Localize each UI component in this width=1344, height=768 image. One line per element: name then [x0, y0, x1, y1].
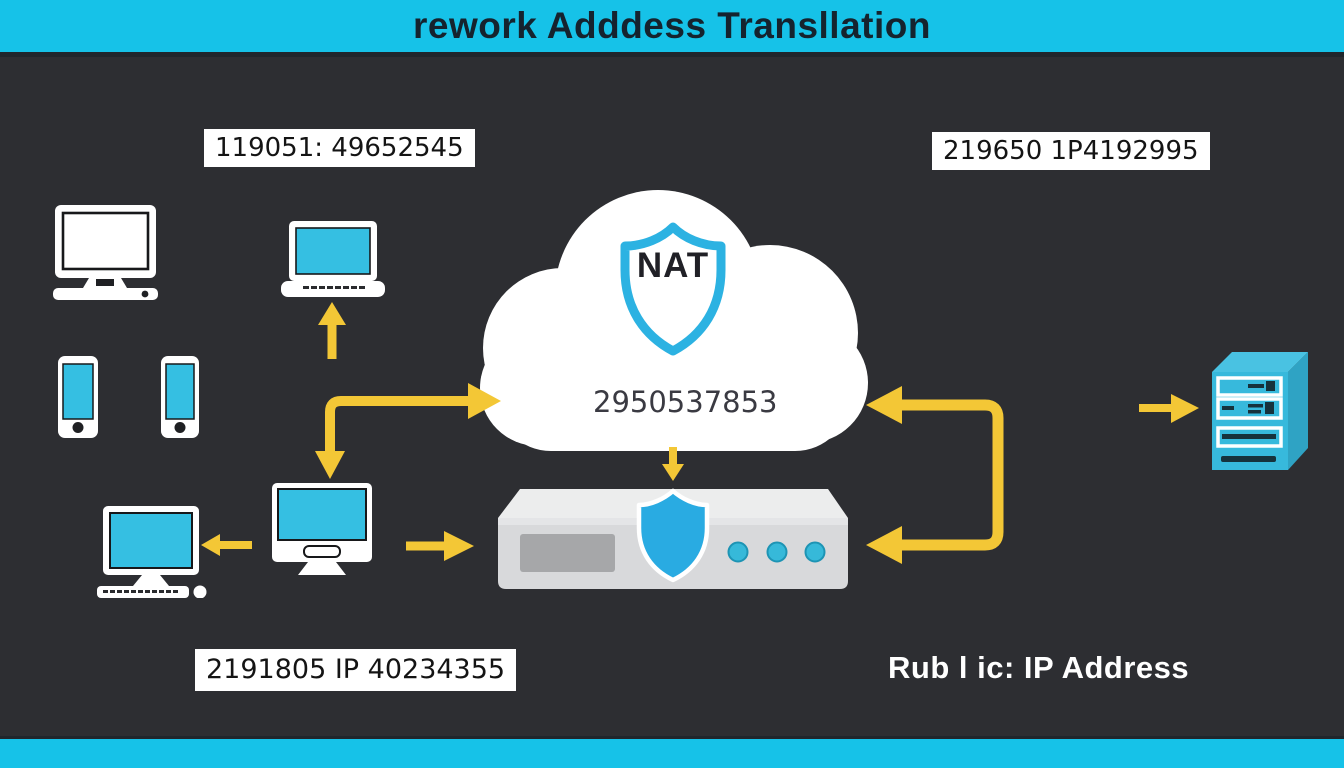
private-ip-label-top: 119051: 49652545 [204, 129, 475, 167]
up-arrowhead [318, 302, 346, 325]
laptop-icon [281, 219, 385, 299]
nat-shield-label: NAT [636, 246, 710, 285]
smartphone-icon [161, 356, 199, 438]
down-arrowhead [315, 451, 345, 479]
cloud-ip-text: 2950537853 [593, 385, 778, 419]
desktop-monitor-icon [266, 482, 378, 582]
down-arrowhead [662, 464, 684, 481]
workstation-computer-icon [95, 505, 209, 598]
public-ip-label-top: 219650 1P4192995 [932, 132, 1210, 170]
public-ip-label-bottom: Rub l ic: IP Address [888, 650, 1190, 685]
smartphone-icon [58, 356, 98, 438]
left-arrowhead [866, 386, 902, 424]
nat-cloud-icon [478, 183, 870, 461]
left-arrowhead [866, 526, 902, 564]
right-arrowhead [1171, 394, 1199, 423]
nat-shield-icon [610, 218, 736, 360]
desktop-computer-icon [52, 203, 160, 300]
header-bar: rework Adddess Transllation [0, 0, 1344, 57]
private-ip-label-bottom: 2191805 IP 40234355 [195, 649, 517, 691]
right-arrowhead [444, 531, 474, 561]
server-icon [1206, 348, 1312, 474]
page-title: rework Adddess Transllation [413, 5, 931, 46]
router-icon [498, 486, 848, 590]
router-shield-icon [636, 488, 710, 583]
footer-bar [0, 736, 1344, 768]
